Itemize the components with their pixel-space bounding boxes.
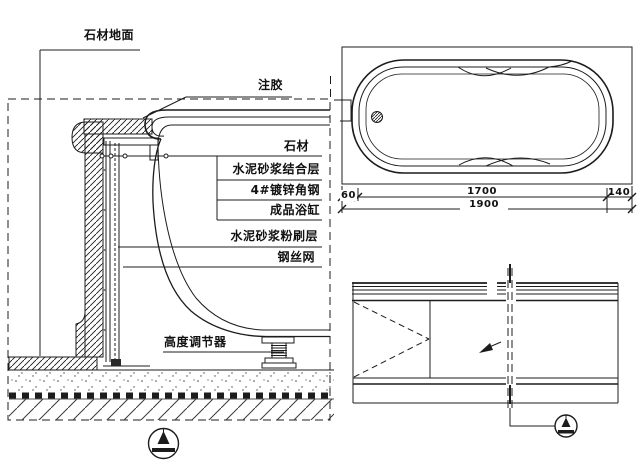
label-height-adjuster: 高度调节器 bbox=[164, 335, 227, 349]
label-finished-bathtub: 成品浴缸 bbox=[269, 203, 320, 217]
label-sealant: 注胶 bbox=[258, 78, 284, 92]
detail-boundary bbox=[7, 98, 331, 421]
rim-band-lines bbox=[352, 282, 618, 302]
label-mortar-plaster: 水泥砂浆粉刷层 bbox=[230, 229, 318, 243]
dim-left-offset: 60 bbox=[340, 190, 357, 201]
access-panel-x bbox=[353, 301, 430, 378]
section-marker-a-icon bbox=[147, 427, 180, 460]
elevation-cut-line bbox=[479, 264, 555, 427]
section-cut-line bbox=[330, 76, 352, 122]
dim-right-offset: 140 bbox=[607, 187, 631, 198]
bathtub-section bbox=[144, 109, 330, 338]
label-angle-steel: 4#镀锌角钢 bbox=[250, 183, 320, 197]
bathtub-elevation-view bbox=[352, 264, 619, 438]
label-wire-mesh: 钢丝网 bbox=[277, 250, 315, 264]
floor-layers bbox=[9, 369, 334, 420]
height-adjuster bbox=[261, 336, 297, 369]
section-marker-a2-icon bbox=[554, 414, 578, 438]
stone-cladding bbox=[8, 118, 153, 371]
section-detail-drawing bbox=[7, 49, 334, 460]
leader-lines bbox=[39, 49, 322, 356]
dim-tub-length: 1700 bbox=[467, 186, 497, 197]
wall-finish-layers bbox=[103, 141, 150, 367]
drain-icon bbox=[371, 111, 383, 123]
cut-direction-arrow-icon bbox=[479, 343, 493, 353]
label-mortar-bonding: 水泥砂浆结合层 bbox=[232, 162, 320, 176]
label-stone-floor: 石材地面 bbox=[84, 28, 135, 42]
label-stone: 石材 bbox=[284, 139, 310, 153]
dim-total-length: 1900 bbox=[460, 199, 508, 210]
tub-grip-curves bbox=[457, 60, 573, 167]
